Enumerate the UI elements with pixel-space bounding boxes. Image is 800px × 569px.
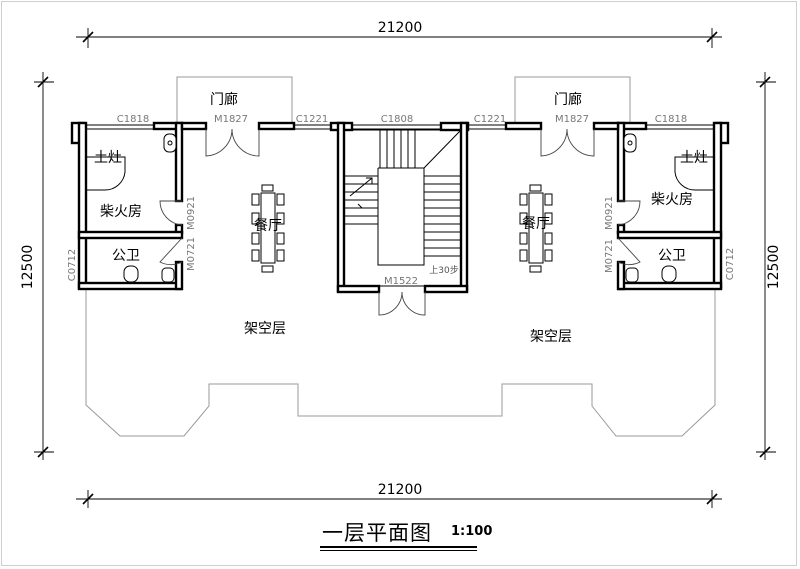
stair-core-walls [329,121,470,294]
window-c1808: C1808 [381,114,413,125]
window-c1818-left: C1818 [117,114,149,125]
dim-bottom-label: 21200 [378,482,423,498]
plan-title: 一层平面图 [322,521,432,545]
door-m1827-left: M1827 [214,114,248,125]
dim-left-label: 12500 [20,245,36,290]
toilet-right-label: 公卫 [658,248,686,264]
fixtures-left [86,133,177,283]
dimension-bottom [76,490,722,508]
dim-top-label: 21200 [378,20,423,36]
dining-table-left-icon [251,184,285,273]
dim-right-label: 12500 [766,245,782,290]
porch-left-label: 门廊 [210,91,238,108]
window-c1221-right: C1221 [474,114,506,125]
dining-right-label: 餐厅 [522,216,550,232]
dimension-right [756,72,776,460]
window-c0712-right: C0712 [725,248,736,280]
right-wing-walls [504,121,730,291]
stilt-floor-outline [85,290,716,437]
title-underline-thin [320,550,477,551]
door-m0921-left: M0921 [186,196,197,230]
window-c1818-right: C1818 [655,114,687,125]
toilet-left-label: 公卫 [112,248,140,264]
title-underline-thick [320,546,477,548]
stove-left-label: 土灶 [94,150,122,166]
door-m0921-right: M0921 [604,196,615,230]
stilt-right-label: 架空层 [530,329,572,345]
dining-left-label: 餐厅 [254,218,282,234]
plan-scale: 1:100 [451,524,493,539]
dining-table-right-icon [519,184,553,273]
dimension-left [34,72,54,460]
stair-note-label: 上30步 [429,265,458,276]
stove-right-label: 土灶 [680,150,708,166]
porch-left-outline [176,76,293,127]
door-m1522: M1522 [384,276,418,287]
door-m0721-left: M0721 [186,237,197,271]
dimension-top [76,28,722,48]
staircase [343,129,462,287]
window-c0712-left: C0712 [67,249,78,281]
window-c1221-left: C1221 [296,114,328,125]
porch-right-label: 门廊 [554,91,582,108]
firewood-right-label: 柴火房 [651,192,693,208]
door-m0721-right: M0721 [604,239,615,273]
fixtures-right [623,133,714,283]
stilt-left-label: 架空层 [244,321,286,337]
firewood-left-label: 柴火房 [100,204,142,220]
door-swings [159,128,641,316]
porch-right-outline [514,76,631,127]
door-m1827-right: M1827 [555,114,589,125]
